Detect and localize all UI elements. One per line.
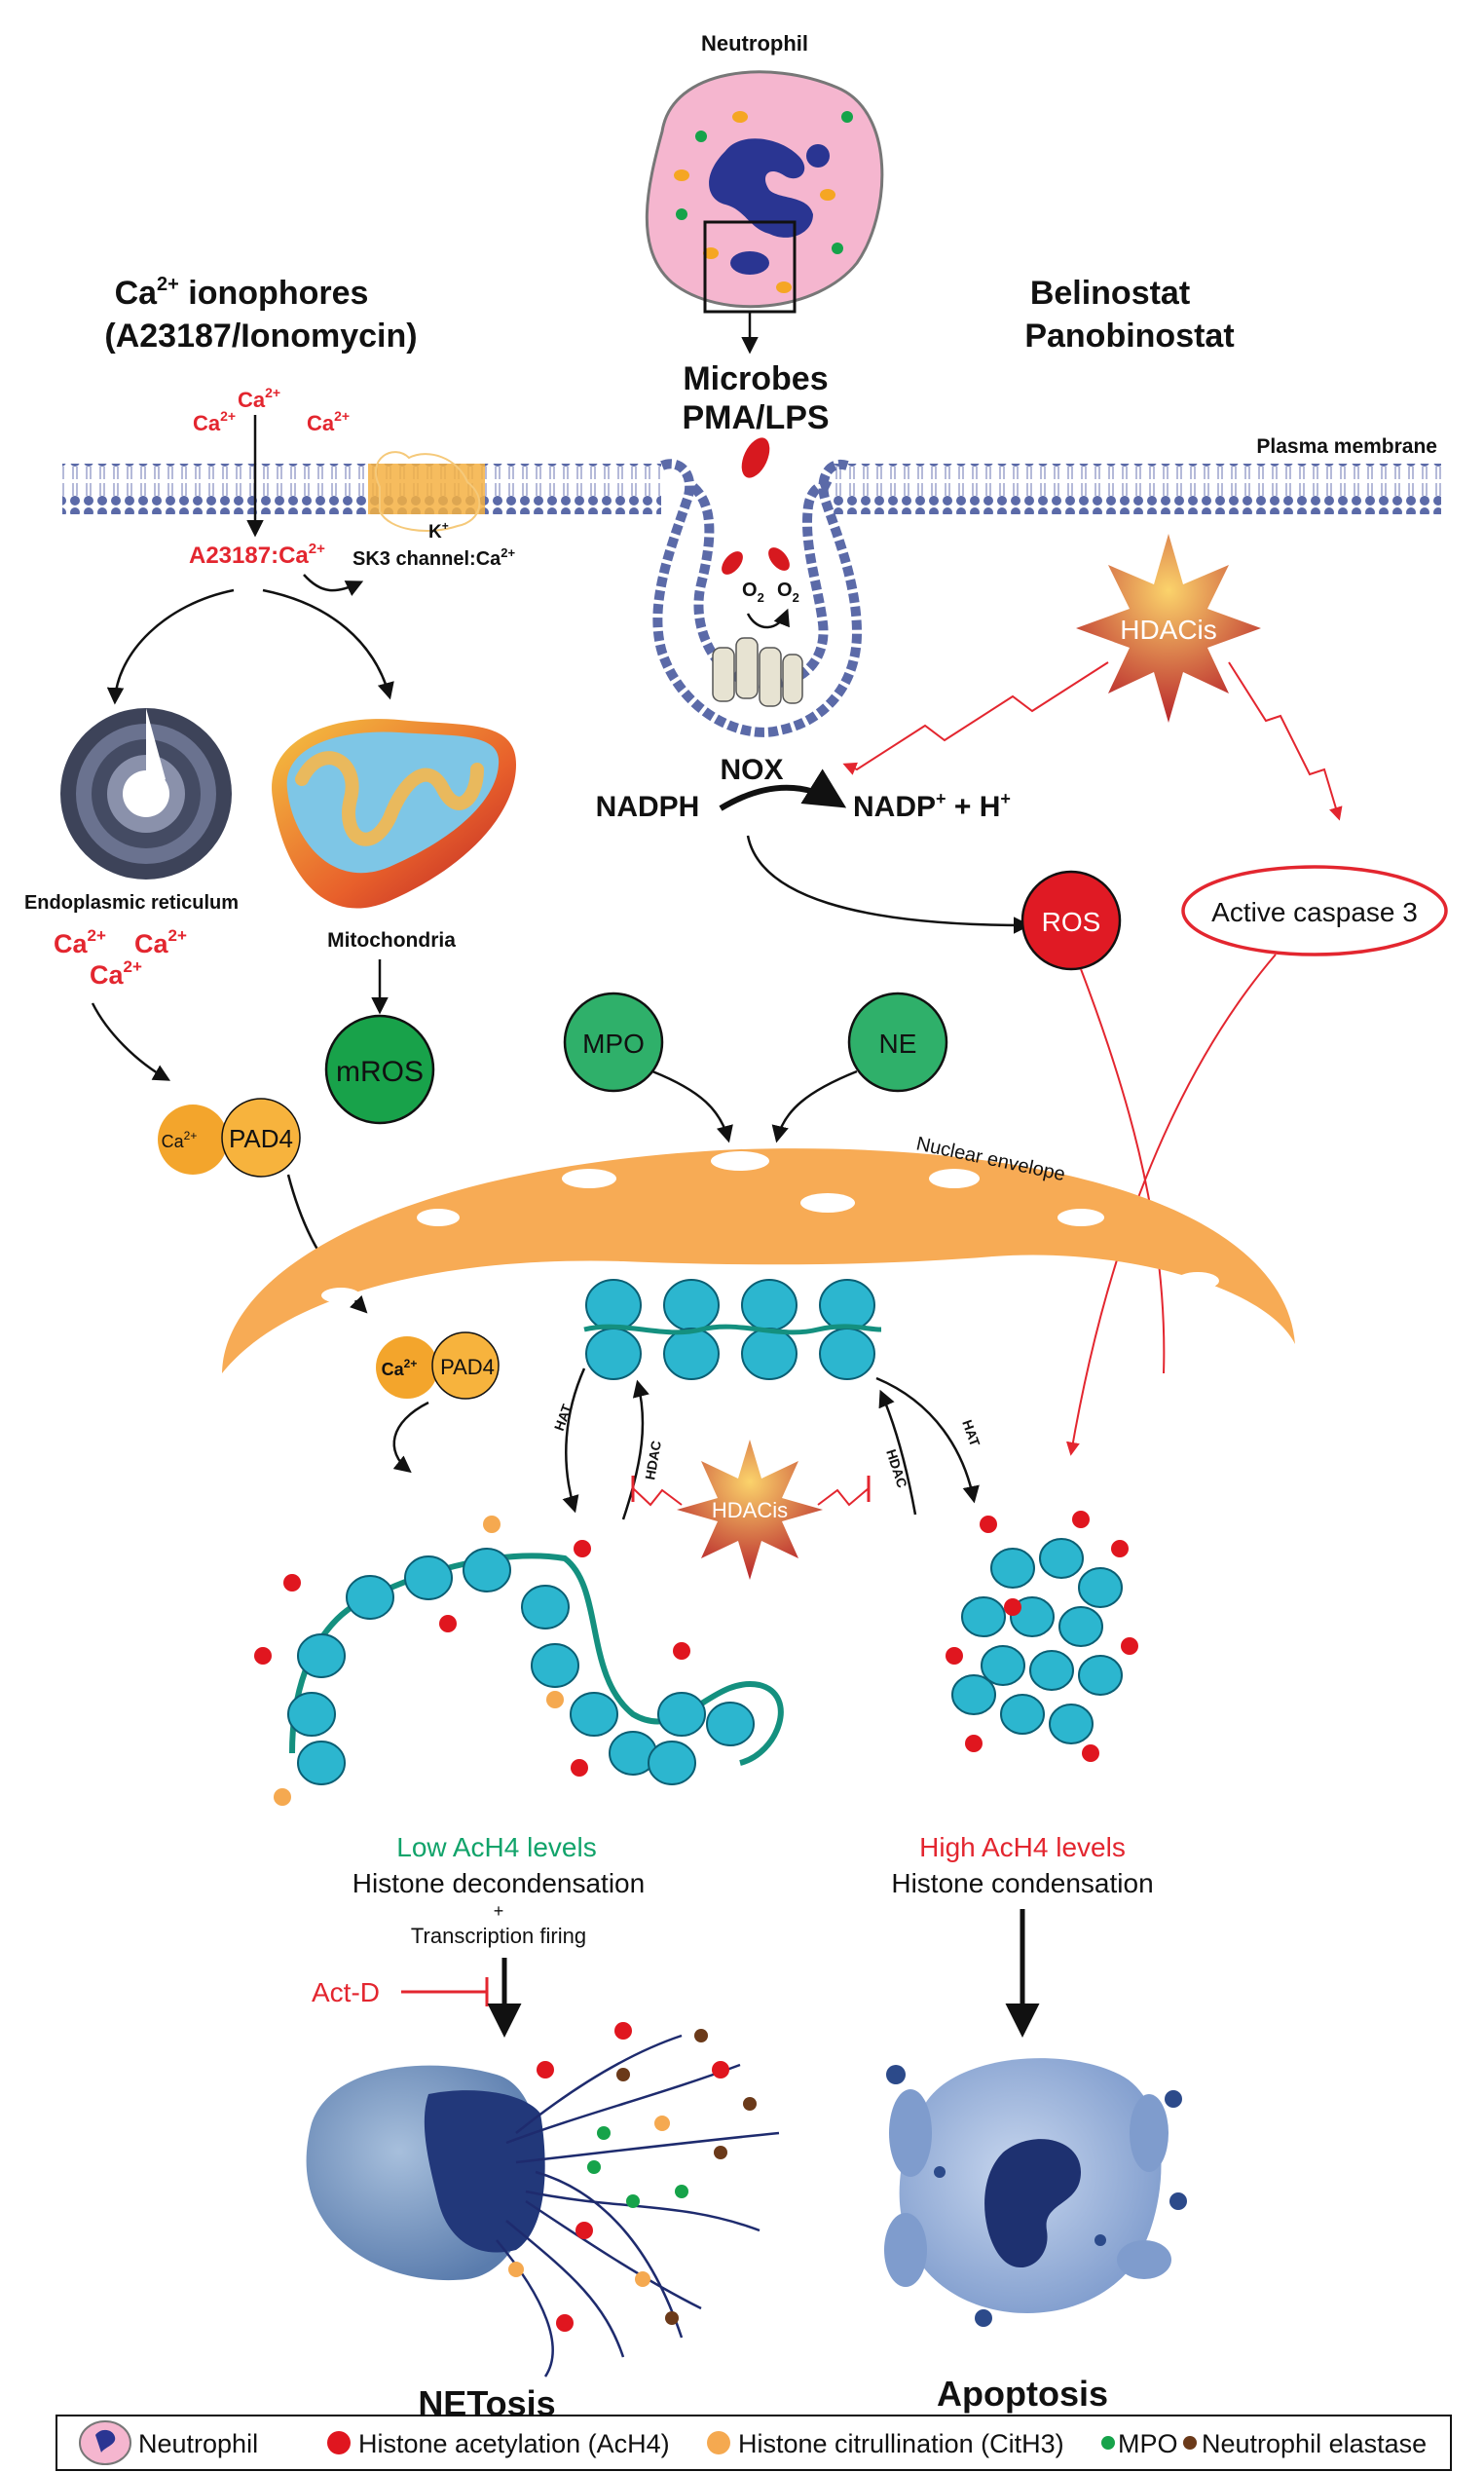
hdacis-center-label: HDACis <box>712 1498 788 1522</box>
legend-box: Neutrophil Histone acetylation (AcH4) Hi… <box>56 2415 1452 2471</box>
ros-label: ROS <box>1042 907 1101 937</box>
er-ca-label: Ca2+ <box>134 926 187 958</box>
er-label: Endoplasmic reticulum <box>24 892 239 914</box>
nox-channel-icon <box>712 637 803 707</box>
condensation-label: Histone condensation <box>891 1868 1153 1898</box>
neutrophil-label: Neutrophil <box>701 31 808 56</box>
mitochondria-label: Mitochondria <box>327 929 456 952</box>
ca-ion-label: Ca2+ <box>238 385 280 412</box>
neutrophil-icon <box>645 70 884 314</box>
nadph-label: NADPH <box>596 791 700 823</box>
pad4-inside-label: PAD4 <box>440 1355 495 1379</box>
pad4-ca-label: Ca2+ <box>162 1129 198 1151</box>
nuclear-envelope <box>222 1148 1295 1373</box>
ionophore-title: Ca2+ ionophores <box>115 274 369 312</box>
sk3-label: SK3 channel:Ca2+ <box>352 545 515 570</box>
netosis-cell-icon <box>306 2022 780 2378</box>
citrullination-marks <box>274 1516 564 1806</box>
er-ca-label: Ca2+ <box>54 926 106 958</box>
apoptosis-label: Apoptosis <box>937 2374 1108 2414</box>
sk3-channel-icon <box>368 451 485 532</box>
panobinostat-label: Panobinostat <box>1024 318 1234 355</box>
hat-label: HAT <box>959 1418 983 1449</box>
caspase-label: Active caspase 3 <box>1211 897 1418 927</box>
decondensation-label: Histone decondensation <box>352 1868 645 1898</box>
transcription-label: Transcription firing <box>411 1924 586 1948</box>
er-icon <box>60 708 232 880</box>
mitochondria-icon <box>272 719 516 909</box>
ca-ion-label: Ca2+ <box>307 408 350 435</box>
belinostat-label: Belinostat <box>1030 275 1190 312</box>
plus-label: + <box>494 1901 504 1921</box>
apoptotic-cell-icon <box>884 2058 1187 2327</box>
ne-label: NE <box>879 1029 917 1059</box>
ca-ion-label: Ca2+ <box>193 408 236 435</box>
plasma-membrane-label: Plasma membrane <box>1256 435 1437 458</box>
nadp-label: NADP+ + H+ <box>853 789 1011 823</box>
o2-label: O2 <box>742 580 764 605</box>
condensed-chromatin-icon <box>951 1538 1123 1744</box>
er-ca-label: Ca2+ <box>90 957 142 990</box>
hat-label: HAT <box>551 1402 575 1433</box>
a23187-ca-label: A23187:Ca2+ <box>189 541 325 569</box>
o2-label: O2 <box>777 580 799 605</box>
high-ach4-label: High AcH4 levels <box>919 1832 1126 1862</box>
hdac-label: HDAC <box>642 1440 664 1481</box>
pad4-label: PAD4 <box>229 1124 293 1153</box>
mros-label: mROS <box>336 1056 424 1088</box>
legend-elastase: Neutrophil elastase <box>1202 2429 1427 2458</box>
hdacis-star-icon <box>677 1440 823 1580</box>
acetylation-marks <box>254 1540 690 1777</box>
pad4-ca-label: Ca2+ <box>382 1357 418 1379</box>
pma-lps-label: PMA/LPS <box>682 399 829 436</box>
microbes-label: Microbes <box>683 360 828 397</box>
mpo-label: MPO <box>582 1029 645 1059</box>
legend-neutrophil: Neutrophil <box>138 2429 258 2458</box>
legend-citrullination: Histone citrullination (CitH3) <box>738 2429 1064 2458</box>
k-ion-label: K+ <box>428 519 449 543</box>
acetylation-marks <box>946 1511 1138 1762</box>
decondensed-chromatin-icon <box>287 1548 784 1785</box>
plasma-membrane <box>62 459 1441 737</box>
legend-acetylation: Histone acetylation (AcH4) <box>358 2429 670 2458</box>
legend-mpo: MPO <box>1118 2429 1178 2458</box>
ionophore-names: (A23187/Ionomycin) <box>104 318 417 355</box>
act-d-label: Act-D <box>312 1977 380 2007</box>
hdacis-label: HDACis <box>1120 615 1217 645</box>
hdacis-star-icon <box>1076 534 1261 723</box>
nox-label: NOX <box>720 754 783 786</box>
low-ach4-label: Low AcH4 levels <box>396 1832 596 1862</box>
chromatin-icon <box>583 1279 882 1380</box>
